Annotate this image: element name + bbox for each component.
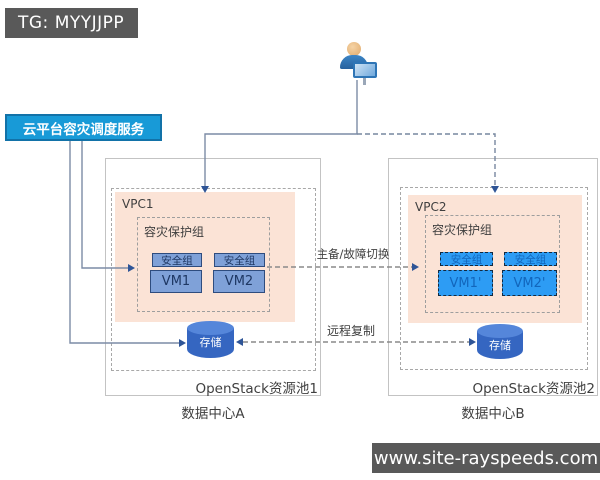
vm1-node: VM1 [150,270,202,293]
monitor-icon [353,62,377,78]
vm1-standby-node: VM1' [438,270,493,296]
storage-a-cylinder-top [187,321,234,335]
storage-b-cylinder-top [477,324,523,338]
vpc1-label: VPC1 [122,197,154,211]
vm2-node: VM2 [213,270,265,293]
datacenter-b-caption: 数据中心B [461,406,525,422]
website-watermark-badge: www.site-rayspeeds.com [372,443,600,473]
security-group-a1: 安全组 [152,253,202,267]
scheduler-service-label: 云平台容灾调度服务 [5,114,162,141]
security-group-b1: 安全组 [440,252,493,266]
vm2-standby-node: VM2' [502,270,557,296]
storage-b-cylinder-icon: 存储 [477,324,523,359]
storage-b-label: 存储 [489,339,511,352]
storage-a-label: 存储 [199,336,222,349]
failover-link-label: 主备/故障切换 [316,247,390,261]
pool-b-label: OpenStack资源池2 [472,381,595,397]
datacenter-a-caption: 数据中心A [181,406,245,422]
replication-link-label: 远程复制 [326,324,375,338]
user-head-icon [347,42,361,56]
admin-user-icon [338,38,382,86]
protection-group-a-label: 容灾保护组 [144,225,205,239]
tg-watermark-badge: TG: MYYJJPP [5,8,138,38]
pool-a-label: OpenStack资源池1 [195,381,318,397]
storage-a-cylinder-icon: 存储 [187,321,234,358]
security-group-a2: 安全组 [214,253,265,267]
monitor-stand-icon [363,78,366,85]
vpc2-label: VPC2 [415,200,447,214]
protection-group-b-box [425,215,560,313]
protection-group-b-label: 容灾保护组 [432,223,493,237]
security-group-b2: 安全组 [504,252,557,266]
